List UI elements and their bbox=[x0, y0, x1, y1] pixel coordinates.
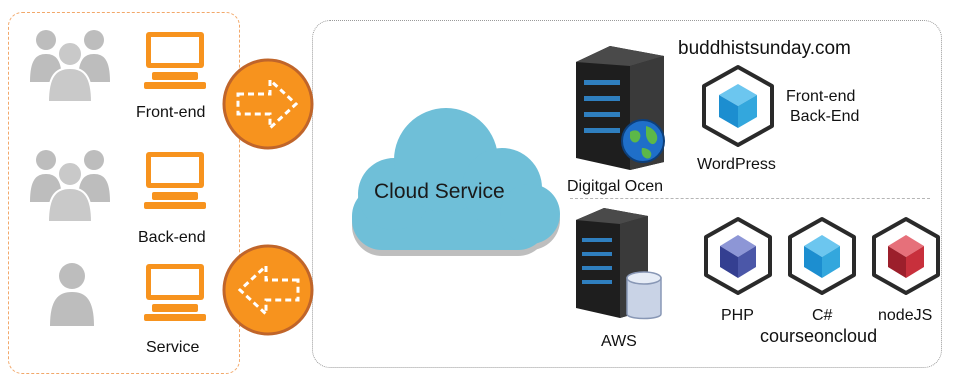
cloud-icon bbox=[352, 108, 560, 256]
arrow-right-icon bbox=[222, 58, 314, 150]
roles-frontend-label: Front-end bbox=[786, 88, 856, 105]
php-cube-icon bbox=[704, 217, 772, 295]
users-group-icon bbox=[30, 30, 110, 103]
client-label-frontend: Front-end bbox=[136, 104, 206, 121]
globe-icon bbox=[621, 119, 665, 163]
nodejs-cube-icon bbox=[872, 217, 940, 295]
cloud-group bbox=[312, 20, 942, 368]
csharp-cube-icon bbox=[788, 217, 856, 295]
client-group bbox=[8, 12, 240, 374]
user-icon bbox=[50, 263, 94, 326]
cloud-label: Cloud Service bbox=[374, 180, 505, 203]
stack-label-csharp: C# bbox=[812, 307, 833, 324]
computer-icon bbox=[144, 152, 206, 209]
wordpress-label: WordPress bbox=[697, 156, 776, 173]
computer-icon bbox=[144, 264, 206, 321]
users-group-icon bbox=[30, 150, 110, 223]
computer-icon bbox=[144, 32, 206, 89]
client-label-backend: Back-end bbox=[138, 229, 206, 246]
hosting-divider bbox=[570, 198, 930, 199]
stack-label-nodejs: nodeJS bbox=[878, 307, 933, 324]
client-label-service: Service bbox=[146, 339, 200, 356]
server-label-digital-ocean: Digitgal Ocen bbox=[567, 178, 664, 195]
wordpress-cube-icon bbox=[702, 65, 774, 147]
site-courseoncloud: courseoncloud bbox=[760, 326, 878, 346]
stack-label-php: PHP bbox=[721, 307, 754, 324]
arrow-left-icon bbox=[222, 244, 314, 336]
server-label-aws: AWS bbox=[601, 333, 637, 350]
database-icon bbox=[626, 271, 662, 320]
roles-backend-label: Back-End bbox=[790, 108, 860, 125]
site-buddhistsunday: buddhistsunday.com bbox=[678, 38, 851, 59]
